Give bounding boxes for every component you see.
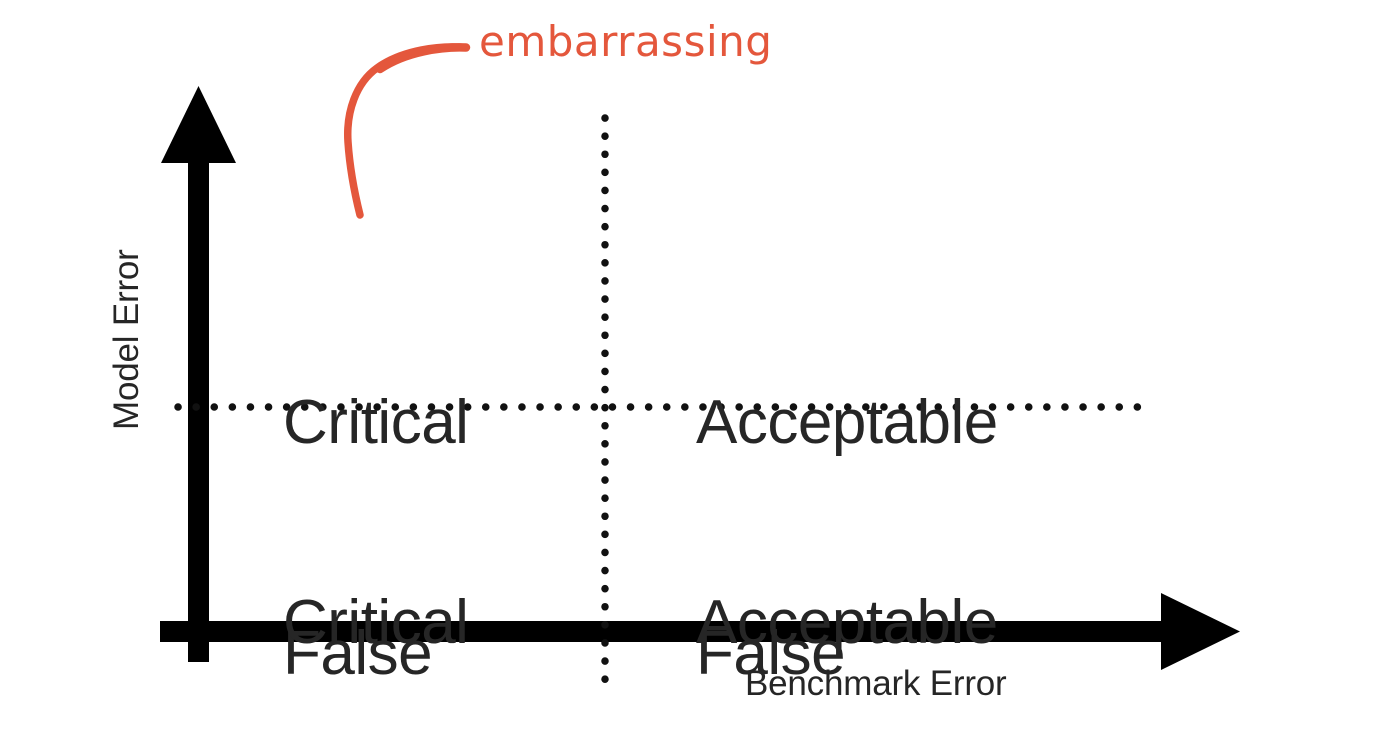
x-axis-line <box>160 621 1170 642</box>
quadrant-top-right-line1: Acceptable <box>696 388 998 457</box>
annotation-label: embarrassing <box>479 17 773 66</box>
quadrant-bottom-right-line1: Acceptable <box>696 588 998 657</box>
y-axis-arrowhead-icon <box>161 86 236 163</box>
quadrant-label-bottom-right: Acceptable “True” <box>696 430 998 748</box>
quadrant-top-right-line2: False <box>696 619 846 688</box>
quadrant-label-bottom-left: Critical “True” <box>283 430 469 748</box>
x-axis-label: Benchmark Error <box>745 664 1007 703</box>
quadrant-top-left-line1: Critical <box>283 388 469 457</box>
quadrant-label-top-right: Acceptable False <box>696 230 998 748</box>
x-axis-arrowhead-icon <box>1161 593 1240 670</box>
quadrant-top-left-line2: False <box>283 619 433 688</box>
y-axis-label: Model Error <box>107 249 146 430</box>
quadrant-label-top-left: Critical False <box>283 230 469 748</box>
quadrant-bottom-left-line1: Critical <box>283 588 469 657</box>
annotation-curve-icon <box>344 43 471 219</box>
